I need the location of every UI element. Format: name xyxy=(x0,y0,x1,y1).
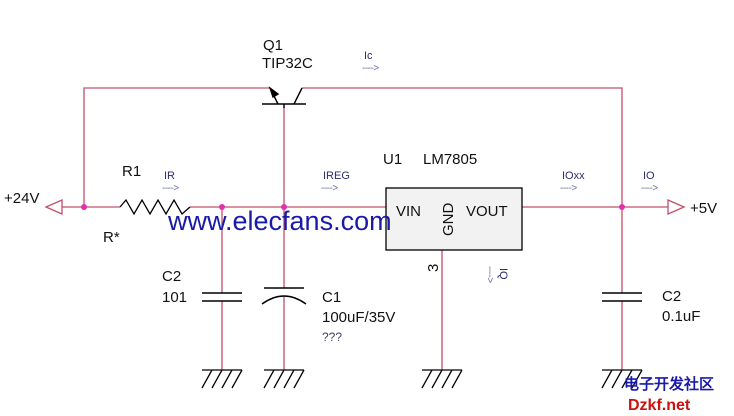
c2-left-value: 101 xyxy=(162,289,187,306)
resistor-r1 xyxy=(119,198,191,216)
junction-c2-left xyxy=(219,204,225,210)
c1-plate-curved xyxy=(261,295,307,305)
wire-collector xyxy=(302,87,623,207)
u1-pin-vout: VOUT xyxy=(466,203,508,220)
u1-pin-vin: VIN xyxy=(396,203,421,220)
q1-ref: Q1 xyxy=(263,37,283,54)
wires xyxy=(62,87,668,370)
r1-ref: R1 xyxy=(122,163,141,180)
c1-note: ??? xyxy=(322,330,342,344)
r1-note: R* xyxy=(103,229,120,246)
c2-left-ref: C2 xyxy=(162,268,181,285)
c2-right-ref: C2 xyxy=(662,288,681,305)
brand-line1: 电子开发社区 xyxy=(624,375,714,393)
u1-value: LM7805 xyxy=(423,151,477,168)
port-input-arrow xyxy=(44,199,63,215)
current-iq-arrow: ----> xyxy=(484,266,495,283)
current-ir-arrow: ----> xyxy=(162,183,179,194)
ground-symbols xyxy=(201,369,643,389)
wire-emitter xyxy=(83,87,270,207)
brand-line2: Dzkf.net xyxy=(628,397,691,414)
q1-emitter-arrow xyxy=(268,86,280,99)
q1-collector-leg xyxy=(293,87,303,105)
q1-value: TIP32C xyxy=(262,55,313,72)
watermark-text: www.elecfans.com xyxy=(167,206,392,236)
port-output-label: +5V xyxy=(690,200,717,217)
ground-symbol-c2-left xyxy=(201,369,243,389)
current-ireg-arrow: ----> xyxy=(321,183,338,194)
capacitors xyxy=(202,287,642,305)
c1-ref: C1 xyxy=(322,289,341,306)
port-input-label: +24V xyxy=(4,190,39,207)
current-io-label: IO xyxy=(643,170,655,182)
current-ic-arrow: ----> xyxy=(362,63,379,74)
current-io-arrow: ----> xyxy=(641,183,658,194)
c2-right-value: 0.1uF xyxy=(662,308,700,325)
regulator-u1-body xyxy=(385,187,523,251)
junctions xyxy=(81,204,625,210)
u1-ref: U1 xyxy=(383,151,402,168)
ground-symbol-u1 xyxy=(421,369,463,389)
port-output-arrow xyxy=(667,199,686,215)
current-ir-label: IR xyxy=(164,170,175,182)
junction-input xyxy=(81,204,87,210)
ground-symbol-c2-right xyxy=(601,369,643,389)
current-ic-label: Ic xyxy=(364,50,373,62)
current-ireg-label: IREG xyxy=(323,170,350,182)
current-ioxx-label: IOxx xyxy=(562,170,585,182)
u1-gnd-pin-number: 3 xyxy=(425,264,442,272)
u1-pin-gnd: GND xyxy=(440,203,457,237)
current-ioxx-arrow: ----> xyxy=(560,183,577,194)
junction-output xyxy=(619,204,625,210)
brand-badge: 电子开发社区 Dzkf.net xyxy=(624,375,714,414)
junction-base xyxy=(281,204,287,210)
current-iq-label: IQ xyxy=(497,268,509,280)
c1-value: 100uF/35V xyxy=(322,309,395,326)
ground-symbol-c1 xyxy=(263,369,305,389)
transistor-q1 xyxy=(262,86,306,108)
